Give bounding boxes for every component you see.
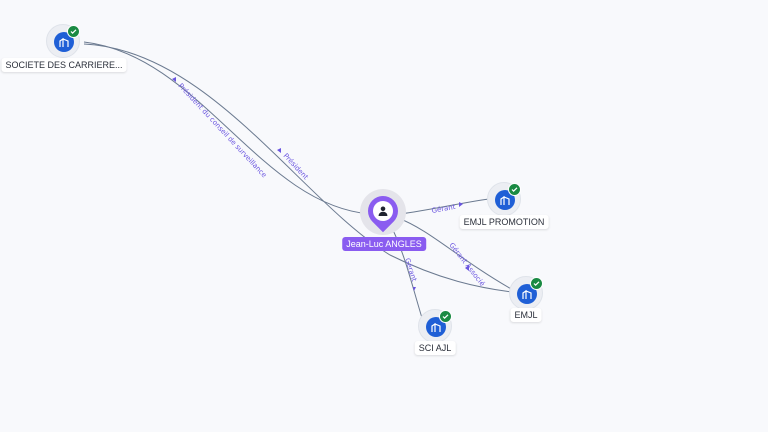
person-label[interactable]: Jean-Luc ANGLES bbox=[342, 237, 426, 251]
company-ring bbox=[418, 309, 452, 343]
arrow-emjl bbox=[465, 265, 469, 271]
company-label-emjl[interactable]: EMJL bbox=[510, 308, 542, 322]
edge-label-societe: Président du conseil de surveillance bbox=[177, 82, 269, 179]
edge-label-sci: Gérant bbox=[403, 257, 418, 283]
building-icon bbox=[495, 190, 515, 210]
arrow-societe bbox=[172, 77, 176, 82]
edge-label-gerant-associe: Gérant Associé bbox=[447, 241, 486, 288]
person-icon bbox=[373, 201, 393, 221]
building-icon bbox=[426, 317, 446, 337]
edge-emjl-gerant-associe bbox=[397, 217, 514, 291]
edge-emjl-president bbox=[83, 43, 513, 293]
company-label-sci-ajl[interactable]: SCI AJL bbox=[414, 341, 456, 355]
verified-check-icon bbox=[67, 25, 80, 38]
edge-label-president: Président bbox=[282, 152, 310, 182]
arrow-president bbox=[277, 148, 281, 153]
building-icon bbox=[54, 32, 74, 52]
company-label-emjl-promotion[interactable]: EMJL PROMOTION bbox=[459, 215, 549, 229]
arrow-promotion bbox=[459, 202, 463, 207]
person-pin bbox=[361, 189, 405, 233]
building-icon bbox=[517, 284, 537, 304]
edge-label-promotion: Gérant bbox=[431, 203, 456, 215]
company-label-societe[interactable]: SOCIETE DES CARRIERE... bbox=[1, 58, 127, 72]
edge-sci-ajl bbox=[391, 227, 423, 319]
arrow-sci bbox=[413, 287, 416, 291]
verified-check-icon bbox=[530, 277, 543, 290]
edge-emjl-promotion bbox=[399, 198, 490, 215]
verified-check-icon bbox=[439, 310, 452, 323]
edge-societe bbox=[83, 41, 371, 215]
verified-check-icon bbox=[508, 183, 521, 196]
